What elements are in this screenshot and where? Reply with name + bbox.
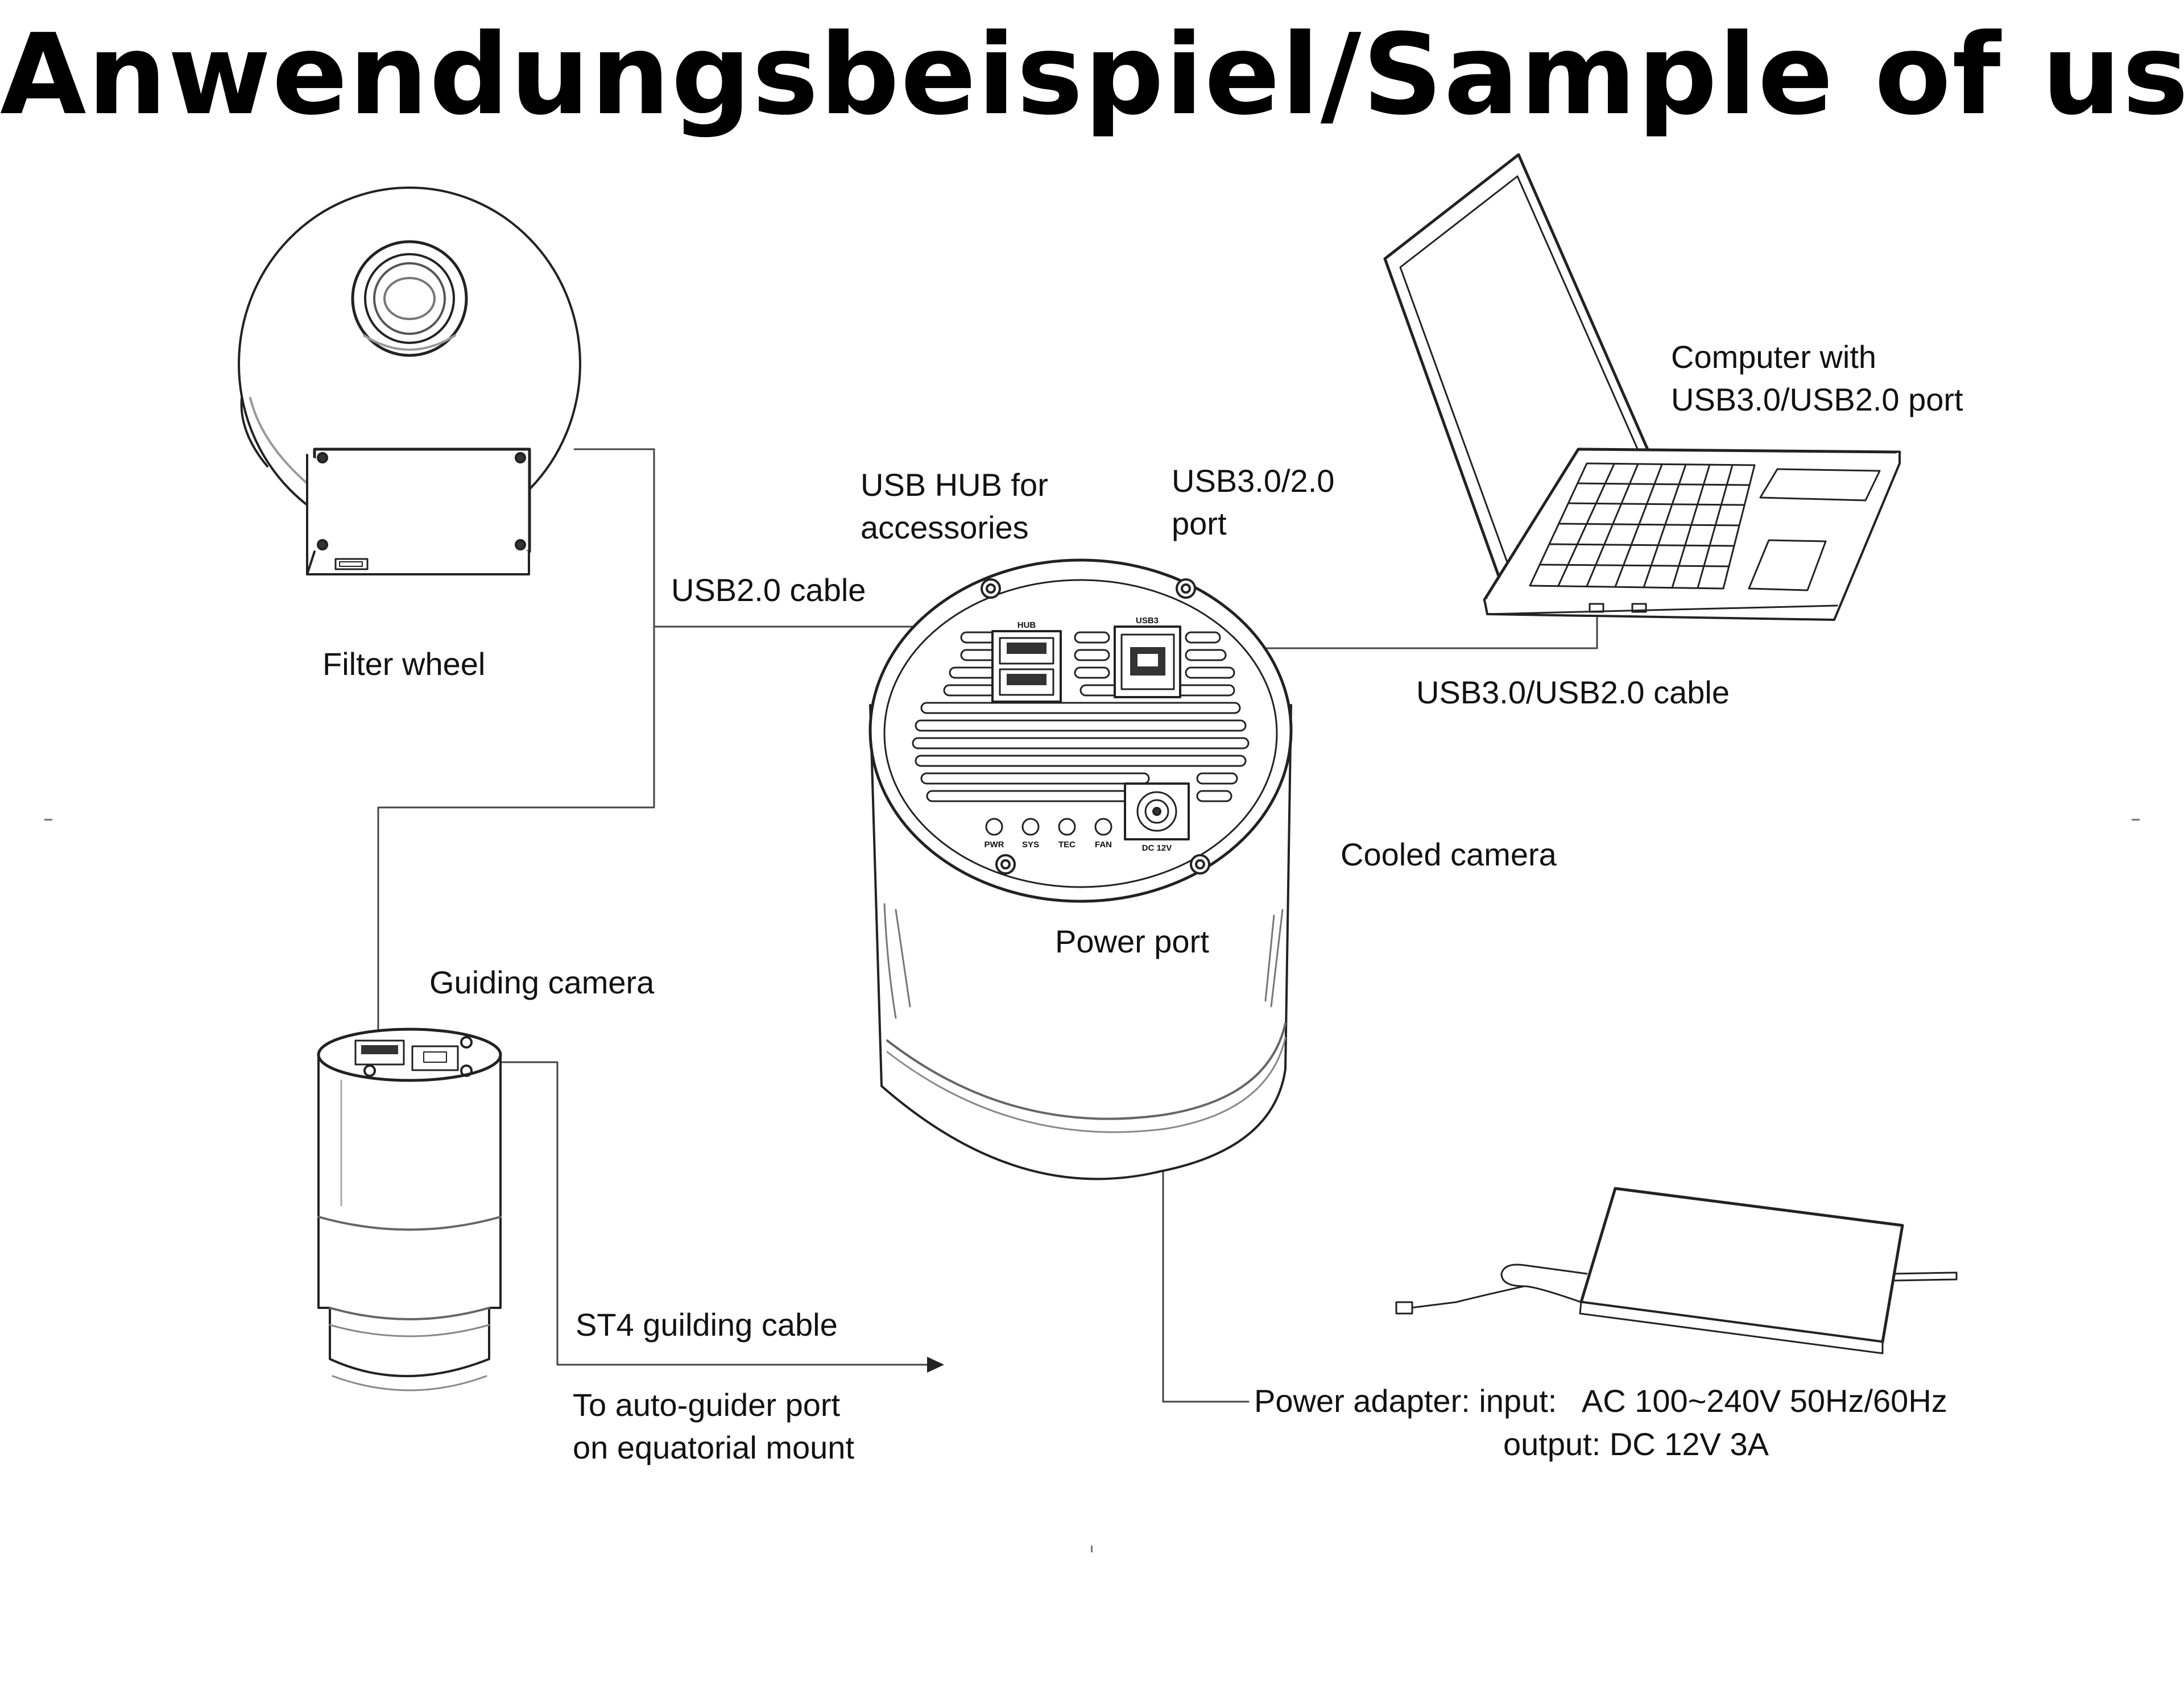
usb-hub-label-line1: USB HUB for <box>861 467 1048 503</box>
filter-wheel-label: Filter wheel <box>322 646 486 682</box>
cooled-camera-illustration <box>868 558 1293 1180</box>
computer-illustration <box>1383 153 1901 621</box>
autoguider-label-line2: on equatorial mount <box>573 1430 855 1465</box>
usb-hub-label-line2: accessories <box>861 509 1029 545</box>
fan-led-label: FAN <box>1095 840 1112 850</box>
pwr-led-label: PWR <box>985 840 1004 850</box>
page-title: Anwendungsbeispiel/Sample of use <box>0 10 2184 140</box>
power-adapter-label-line1: Power adapter: input: AC 100~240V 50Hz/6… <box>1254 1383 1947 1419</box>
edge-mark-right <box>2132 819 2140 821</box>
cooled-camera-label: Cooled camera <box>1341 836 1557 872</box>
keyboard-area <box>1529 462 1881 591</box>
usb2-cable-label: USB2.0 cable <box>671 572 866 608</box>
guiding-camera-label: Guiding camera <box>429 964 655 1000</box>
computer-label-line1: Computer with <box>1671 339 1877 375</box>
tec-led-label: TEC <box>1058 840 1076 850</box>
filter-wheel-illustration <box>238 187 581 575</box>
usb3-port-label: USB3 <box>1136 616 1159 625</box>
arrow-head <box>927 1357 944 1373</box>
usb3-cable-label: USB3.0/USB2.0 cable <box>1416 674 1730 710</box>
usb3-port-label-line2: port <box>1172 506 1227 541</box>
st4-cable-label: ST4 guilding cable <box>576 1307 838 1343</box>
edge-mark-left <box>44 819 52 821</box>
power-port-label: Power port <box>1055 923 1209 959</box>
guiding-camera-illustration <box>317 1028 502 1391</box>
dc12v-jack-label: DC 12V <box>1142 843 1172 853</box>
computer-label-line2: USB3.0/USB2.0 port <box>1671 382 1963 417</box>
camera-vents <box>912 631 1250 802</box>
usb3-port-label-line1: USB3.0/2.0 <box>1172 463 1335 499</box>
sys-led-label: SYS <box>1022 840 1039 850</box>
autoguider-label-line1: To auto-guider port <box>573 1387 841 1423</box>
power-adapter-illustration <box>1395 1187 1958 1354</box>
edge-mark-bottom <box>1091 1546 1093 1552</box>
power-adapter-label-line2: output: DC 12V 3A <box>1503 1426 1769 1462</box>
hub-port-label: HUB <box>1017 620 1036 630</box>
